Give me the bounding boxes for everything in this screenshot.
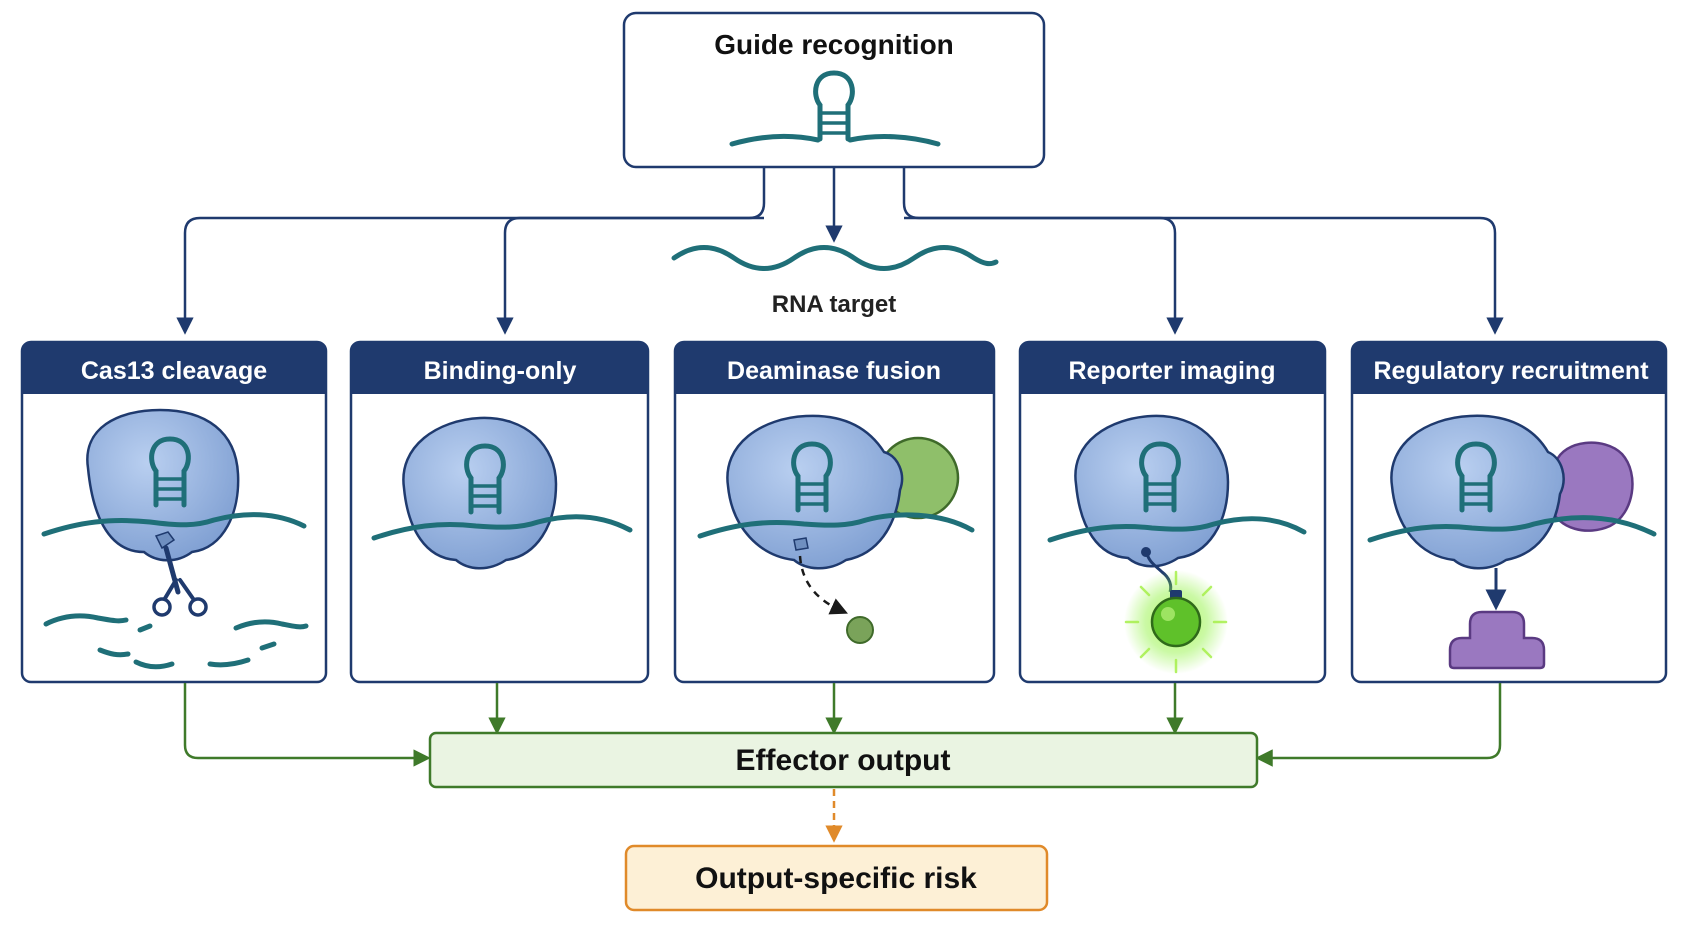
effector-output-box: Effector output (428, 731, 1259, 789)
panel-title-reporter-imaging: Reporter imaging (1069, 357, 1276, 385)
target-rna-strand-icon (1047, 516, 1307, 543)
edited-base-icon (846, 616, 874, 644)
deaminase-fusion-illustration (697, 414, 975, 644)
output-specific-risk-label: Output-specific risk (695, 862, 977, 895)
guide-rna-hairpin-icon (729, 73, 941, 147)
dcas13-protein-icon (402, 416, 558, 570)
cleaved-rna-fragments-icon (43, 613, 309, 670)
panel-title-regulatory-recruitment: Regulatory recruitment (1373, 357, 1649, 385)
fluorescent-reporter-icon (1124, 570, 1228, 674)
output-connectors (183, 683, 1502, 767)
dcas13-protein-icon (1074, 414, 1230, 568)
panel-title-cas13-cleavage: Cas13 cleavage (81, 357, 267, 385)
regulatory-recruitment-illustration (1367, 414, 1657, 670)
panel-title-binding-only: Binding-only (424, 357, 577, 385)
target-rna-strand-icon (697, 512, 975, 539)
output-specific-risk-box: Output-specific risk (624, 844, 1049, 912)
rna-target: RNA target (671, 245, 999, 318)
dcas13-protein-icon (1390, 414, 1565, 570)
guide-recognition-box: Guide recognition (622, 11, 1046, 169)
rna-target-label: RNA target (772, 291, 896, 318)
panel-title-deaminase-fusion: Deaminase fusion (727, 357, 941, 385)
effector-output-label: Effector output (736, 744, 951, 777)
target-rna-strand-icon (1367, 515, 1657, 543)
guide-recognition-title: Guide recognition (714, 29, 954, 60)
recruited-regulator-icon (1448, 610, 1546, 670)
cas13-cleavage-illustration (41, 408, 309, 670)
target-rna-strand-icon (371, 514, 633, 541)
rna-target-wave-icon (671, 245, 999, 271)
reporter-imaging-illustration (1047, 414, 1307, 674)
binding-only-illustration (371, 416, 633, 570)
dcas13-protein-icon (726, 414, 904, 570)
target-rna-strand-icon (41, 512, 307, 537)
scissors-icon (152, 545, 208, 617)
guide-connectors (176, 168, 1504, 335)
